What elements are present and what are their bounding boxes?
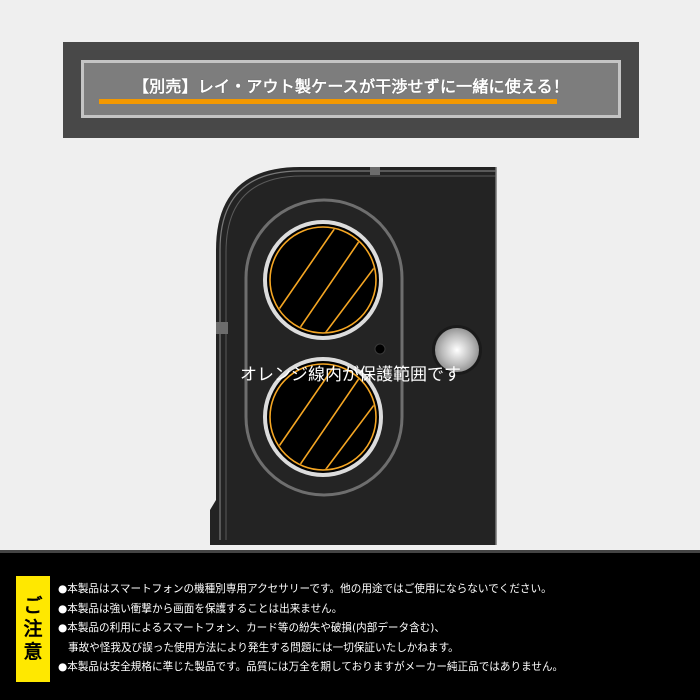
headline-underline — [99, 99, 557, 104]
caution-label-char: 意 — [23, 640, 43, 663]
caution-item: ●本製品はスマートフォンの機種別専用アクセサリーです。他の用途ではご使用にならな… — [58, 583, 552, 595]
camera-lens-1 — [263, 220, 383, 340]
caution-item: ●本製品の利用によるスマートフォン、カード等の紛失や破損(内部データ含む)、 — [58, 622, 446, 634]
caution-list: ●本製品はスマートフォンの機種別専用アクセサリーです。他の用途ではご使用にならな… — [58, 580, 563, 678]
caution-label-char: ご — [23, 594, 43, 617]
camera-lens-2 — [263, 357, 383, 477]
headline-banner-inner: 【別売】レイ・アウト製ケースが干渉せずに一緒に使える！ — [81, 60, 621, 118]
protection-area-caption: オレンジ線内が保護範囲です — [240, 365, 461, 385]
caution-label: ご 注 意 — [16, 576, 50, 682]
microphone-hole — [374, 343, 386, 355]
caution-item-continuation: 事故や怪我及び誤った使用方法により発生する問題には一切保証いたしかねます。 — [68, 641, 459, 654]
caution-item: ●本製品は強い衝撃から画面を保護することは出来ません。 — [58, 602, 343, 615]
headline-text: 【別売】レイ・アウト製ケースが干渉せずに一緒に使える！ — [132, 77, 570, 96]
flash — [432, 325, 482, 375]
headline-banner: 【別売】レイ・アウト製ケースが干渉せずに一緒に使える！ — [63, 42, 639, 138]
caution-section: ご 注 意 ●本製品はスマートフォンの機種別専用アクセサリーです。他の用途ではご… — [0, 550, 700, 700]
caution-item: ●本製品は安全規格に準じた製品です。品質には万全を期しておりますがメーカー純正品… — [58, 661, 564, 673]
phone-illustration — [0, 150, 700, 550]
caution-label-char: 注 — [23, 617, 43, 640]
